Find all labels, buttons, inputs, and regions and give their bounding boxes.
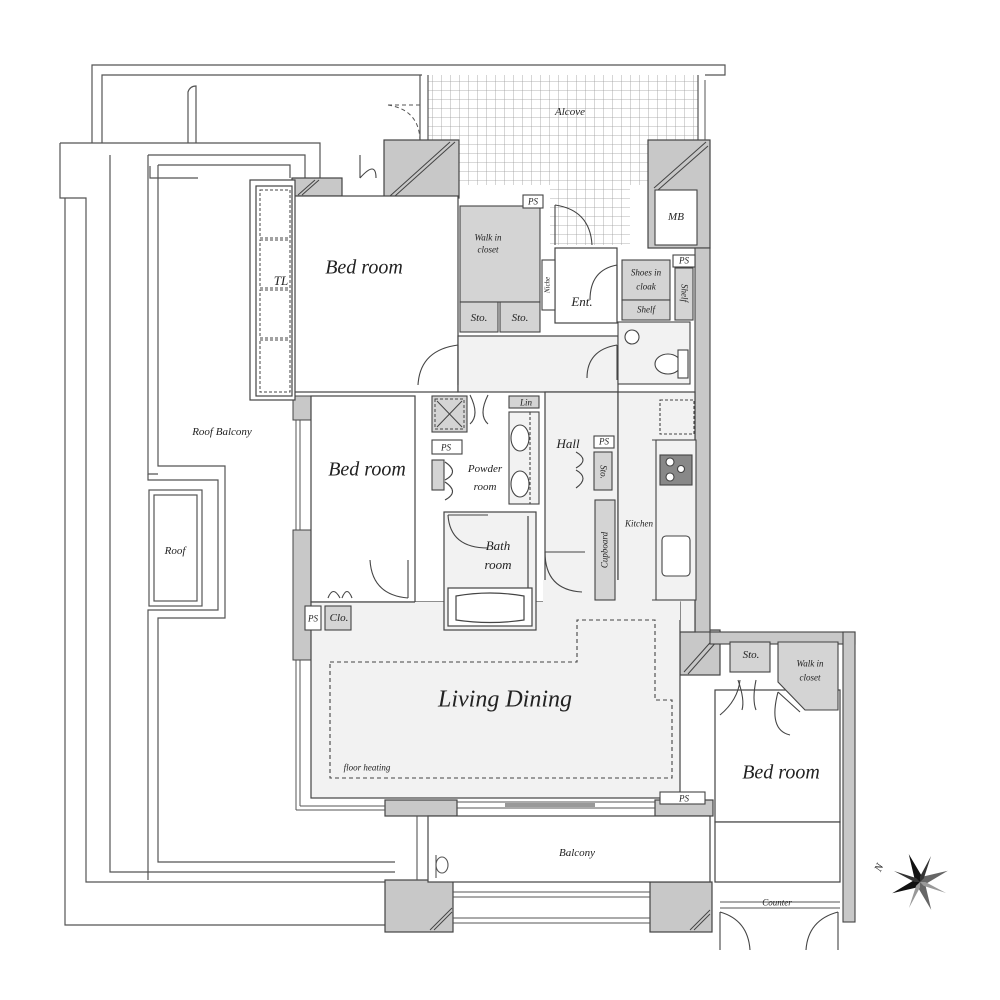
- label-ps-mb: PS: [679, 255, 689, 266]
- label-roof-balcony: Roof Balcony: [192, 426, 252, 439]
- label-roof: Roof: [164, 545, 186, 558]
- roof-box: [148, 489, 203, 607]
- label-shoes-a: Shoes in: [630, 267, 662, 278]
- label-counter: Counter: [762, 897, 792, 908]
- roof-balcony-outline: [59, 64, 726, 926]
- label-ps-powder: PS: [441, 442, 451, 453]
- label-ps-top: PS: [528, 196, 538, 207]
- label-balcony: Balcony: [558, 847, 596, 860]
- label-ps-hall: PS: [599, 436, 609, 447]
- label-walk-in-2a: Walk in: [796, 658, 824, 669]
- label-shelf-v: Shelf: [679, 284, 690, 302]
- label-bath-b: room: [484, 557, 512, 573]
- label-bedroom-3: Bed room: [742, 761, 820, 784]
- balcony-details: [416, 816, 449, 880]
- label-walk-in-1a: Walk in: [474, 232, 502, 243]
- label-shoes-b: cloak: [636, 281, 656, 292]
- compass-rose: [892, 854, 948, 910]
- powder-sinks: [510, 412, 531, 504]
- label-hall: Hall: [556, 436, 580, 452]
- label-sto-2: Sto.: [511, 312, 529, 325]
- label-ps-living: PS: [679, 793, 689, 804]
- label-ps-clo: PS: [308, 613, 318, 624]
- toilet-room: [617, 321, 691, 385]
- label-powder-b: room: [473, 481, 497, 494]
- label-walk-in-2b: closet: [799, 672, 821, 683]
- label-walk-in-1b: closet: [477, 244, 499, 255]
- label-alcove: Alcove: [555, 106, 585, 119]
- label-cupboard: Cupboard: [599, 531, 610, 569]
- floor-heating-boundary: [329, 619, 673, 779]
- label-clo: Clo.: [329, 612, 349, 625]
- label-sto-hall: Sto.: [598, 465, 609, 479]
- label-niche: Niche: [543, 276, 552, 294]
- label-entrance: Ent.: [571, 294, 593, 310]
- label-bath-a: Bath: [485, 538, 511, 554]
- tl-storage-dashed: [259, 189, 291, 393]
- kitchen-counter: [652, 399, 697, 601]
- label-living-dining: Living Dining: [437, 686, 573, 713]
- label-shelf-h: Shelf: [637, 304, 655, 315]
- label-lin: Lin: [519, 397, 533, 408]
- shower-drain: [434, 398, 465, 430]
- concrete-columns: [291, 139, 721, 933]
- label-powder-a: Powder: [467, 463, 503, 476]
- label-bedroom-2: Bed room: [328, 458, 406, 481]
- label-sto-1: Sto.: [470, 312, 488, 325]
- floor-areas: [249, 179, 841, 883]
- label-bedroom-1: Bed room: [325, 256, 403, 279]
- label-tl: TL: [273, 273, 289, 289]
- label-sto-br3: Sto.: [742, 649, 760, 662]
- label-floor-heating: floor heating: [343, 762, 391, 773]
- doors: [327, 155, 839, 951]
- bath-room-area: [443, 511, 537, 631]
- windows: [295, 80, 840, 924]
- label-mb: MB: [668, 211, 684, 224]
- sliding-window-hatch: [505, 803, 595, 807]
- alcove-tiles-lower: [550, 185, 630, 245]
- label-kitchen: Kitchen: [625, 518, 653, 529]
